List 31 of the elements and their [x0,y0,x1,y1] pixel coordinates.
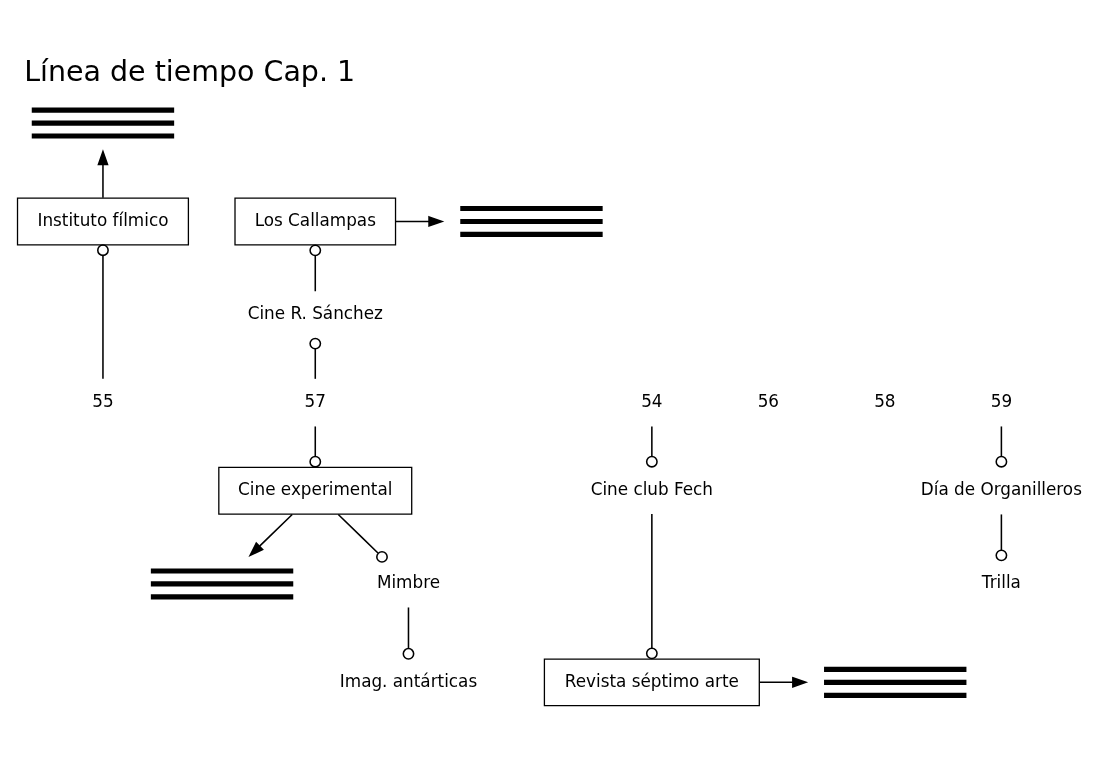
connector [97,243,109,380]
node-text: Cine R. Sánchez [247,302,383,323]
node-text: Mimbre [376,571,441,592]
node-text: Imag. antárticas [339,670,478,691]
node-text: 55 [92,390,114,411]
connector [645,425,658,468]
arrow [248,513,293,557]
node-text: 54 [641,390,663,411]
node-text: 58 [874,390,896,411]
diagram-title: Línea de tiempo Cap. 1 [24,54,356,88]
node-box: Revista séptimo arte [543,657,760,706]
connector [309,425,322,468]
connector [645,512,658,659]
arrow [97,148,109,199]
node-text: 59 [990,390,1013,411]
connector [995,513,1008,561]
connector [337,513,388,563]
arrow [759,676,809,688]
connector [309,337,322,380]
node-text: 57 [304,390,326,411]
node-text: Cine club Fech [590,478,714,499]
node-text: Trilla [981,571,1021,592]
node-box: Los Callampas [234,197,397,245]
connector [402,606,415,660]
connector [995,425,1008,468]
node-box: Instituto fílmico [16,197,190,245]
arrow [395,215,445,227]
node-box: Cine experimental [218,466,413,515]
node-text: Día de Organilleros [920,478,1082,499]
node-text: 56 [757,390,780,411]
connector [309,243,322,292]
